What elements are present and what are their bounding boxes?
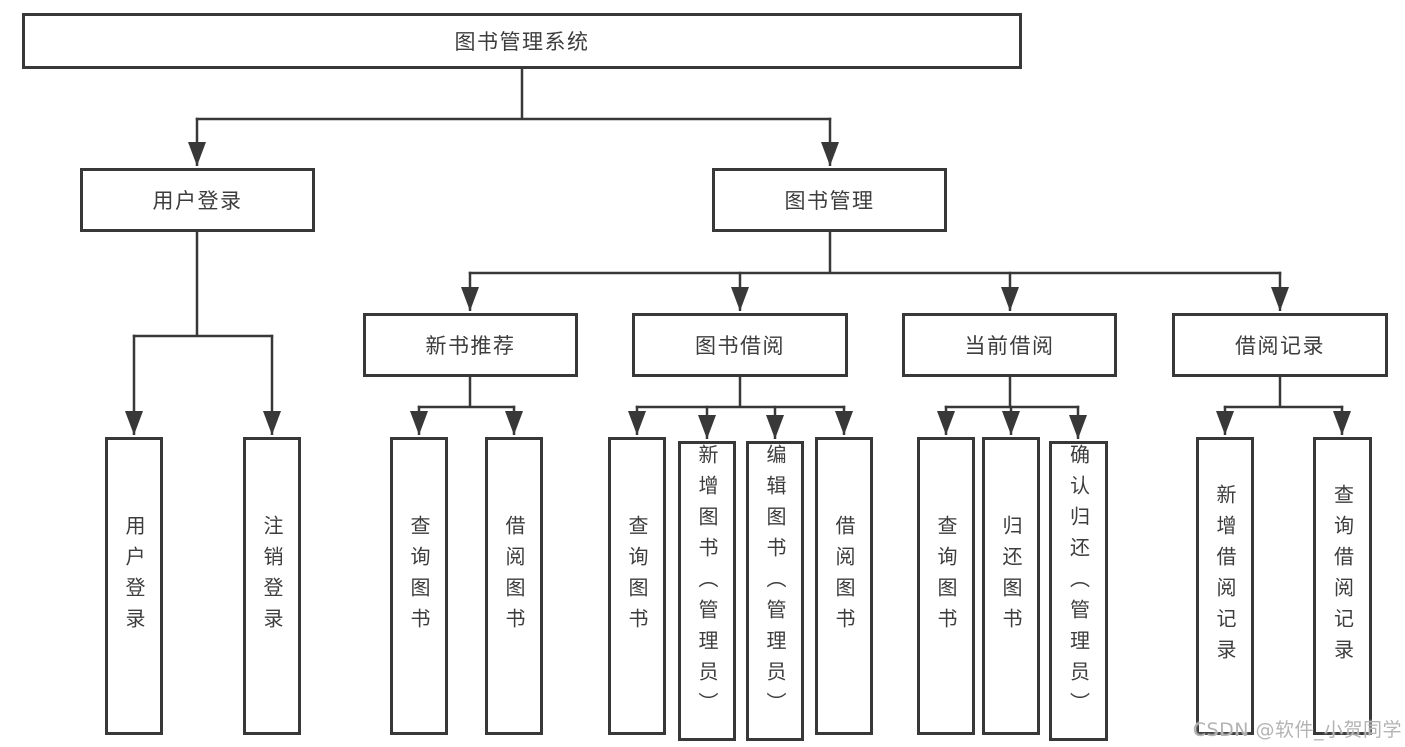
leaf-cb-return-book: 归还图书 <box>982 437 1040 735</box>
edge-current-borrow-to-children <box>937 377 1087 439</box>
edge-root-to-level2 <box>188 69 839 166</box>
leaf-br-add-record: 新增借阅记录 <box>1196 437 1254 735</box>
node-current-borrow: 当前借阅 <box>902 313 1117 377</box>
leaf-bb-query-book: 查询图书 <box>608 437 666 735</box>
edge-user-login-to-children <box>125 232 281 435</box>
leaf-bb-borrow-book: 借阅图书 <box>815 437 873 735</box>
edge-book-mgmt-to-level3 <box>461 232 1289 311</box>
leaf-bb-edit-book: 编辑图书（管理员） <box>746 441 804 741</box>
leaf-rec-borrow-book: 借阅图书 <box>485 437 543 735</box>
leaf-logout: 注销登录 <box>243 437 301 735</box>
leaf-rec-query-book: 查询图书 <box>390 437 448 735</box>
edge-borrow-record-to-children <box>1216 377 1351 435</box>
node-root: 图书管理系统 <box>22 13 1022 69</box>
edge-book-borrow-to-children <box>628 377 853 439</box>
leaf-cb-confirm-return: 确认归还（管理员） <box>1049 441 1108 741</box>
node-book-borrow: 图书借阅 <box>632 313 848 377</box>
node-new-book-rec: 新书推荐 <box>363 313 578 377</box>
leaf-bb-add-book: 新增图书（管理员） <box>678 441 736 741</box>
edge-new-book-rec-to-children <box>410 377 523 435</box>
leaf-br-query-record: 查询借阅记录 <box>1313 437 1372 735</box>
node-user-login: 用户登录 <box>80 168 315 232</box>
leaf-user-login: 用户登录 <box>105 437 163 735</box>
leaf-cb-query-book: 查询图书 <box>917 437 975 735</box>
csdn-watermark: CSDN @软件_小贺同学 <box>1192 719 1402 741</box>
node-borrow-record: 借阅记录 <box>1172 313 1388 377</box>
node-book-mgmt: 图书管理 <box>712 168 947 232</box>
